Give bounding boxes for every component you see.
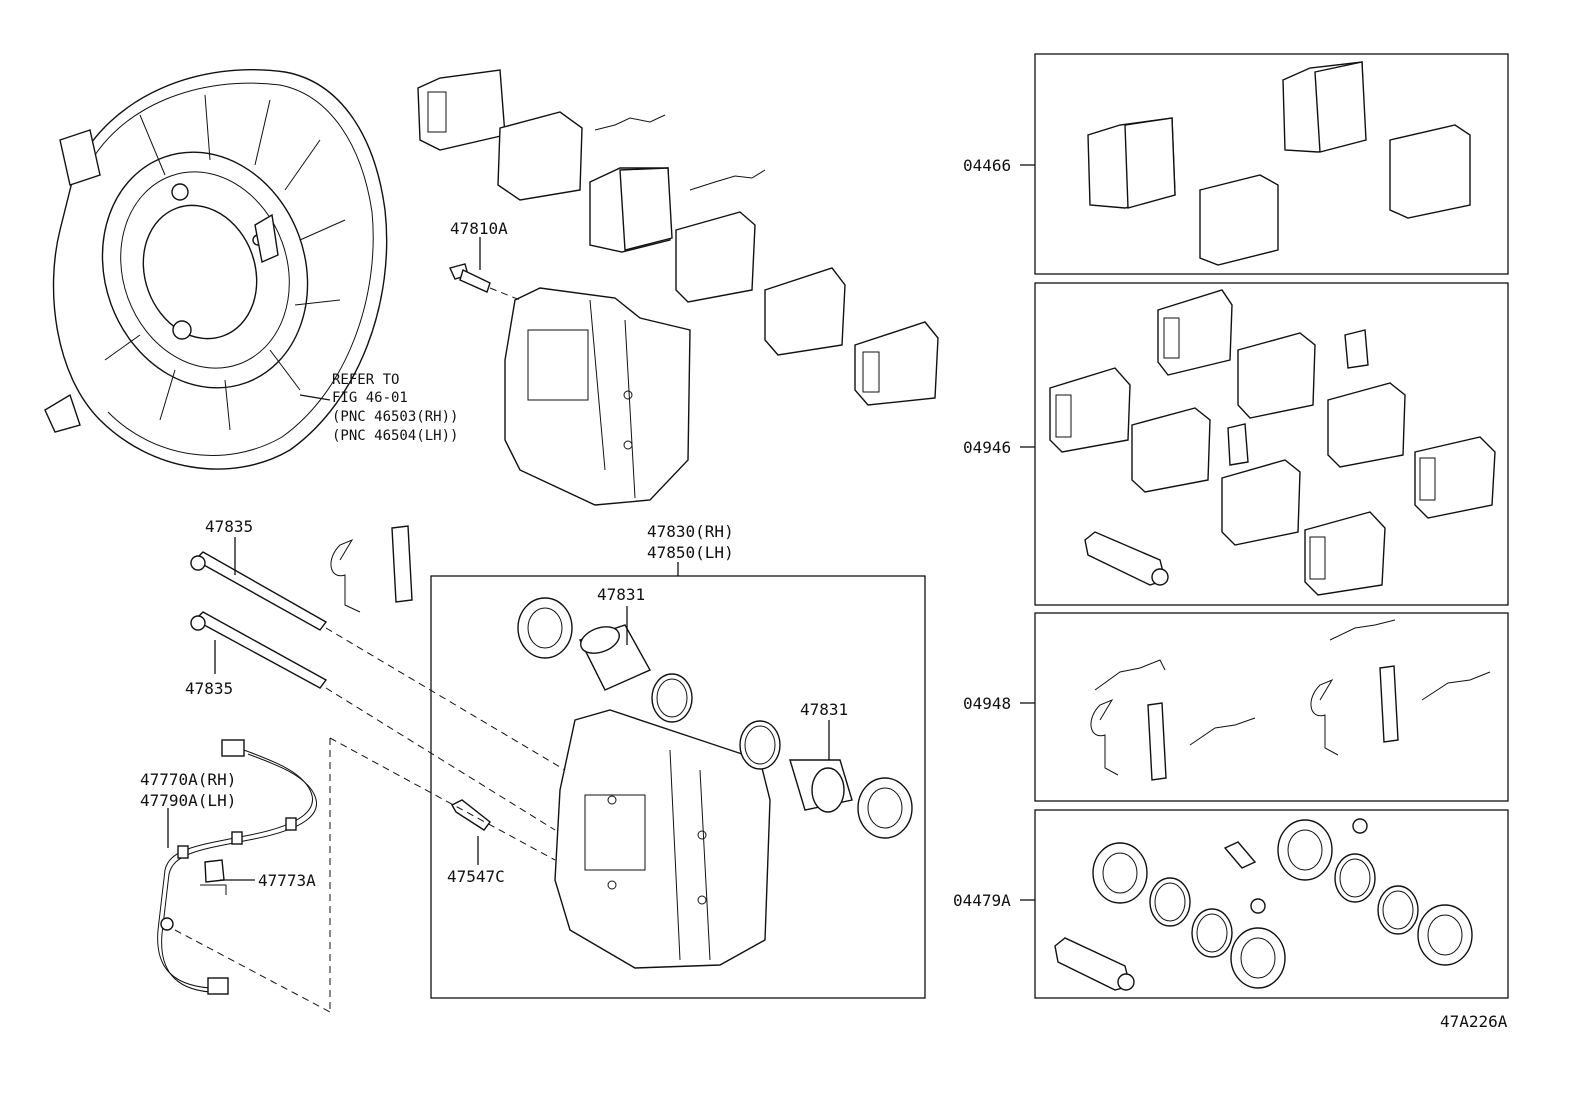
bolt-47810a-illustration — [449, 263, 521, 301]
caliper-kit-box — [430, 575, 926, 999]
part-47831-lower-label: 47831 — [800, 700, 848, 719]
part-47850-lh-label: 47850(LH) — [647, 543, 734, 562]
part-47790a-lh-label: 47790A(LH) — [140, 791, 236, 810]
part-47810a-label: 47810A — [450, 219, 508, 238]
abs-sensor-illustration — [157, 737, 556, 1013]
kit-04946-box — [1034, 282, 1509, 606]
part-47831-upper-label: 47831 — [597, 585, 645, 604]
spring-clip-illustration — [330, 525, 413, 613]
top-pads-shims-illustration — [417, 69, 939, 406]
part-47835-lower-label: 47835 — [185, 679, 233, 698]
refer-pnc-rh-label: (PNC 46503(RH)) — [332, 409, 458, 425]
part-47770a-rh-label: 47770A(RH) — [140, 770, 236, 789]
part-47830-rh-label: 47830(RH) — [647, 522, 734, 541]
refer-to-label: REFER TO — [332, 372, 399, 388]
part-47547c-label: 47547C — [447, 867, 505, 886]
kit-04948-springs-illustration — [1090, 619, 1491, 781]
kit-04466-label: 04466 — [963, 156, 1011, 175]
refer-pnc-lh-label: (PNC 46504(LH)) — [332, 428, 458, 444]
diagram-code-label: 47A226A — [1440, 1012, 1508, 1031]
kit-04466-pads-illustration — [1087, 61, 1471, 266]
kit-04479a-box — [1034, 809, 1509, 999]
refer-fig-label: FIG 46-01 — [332, 390, 408, 406]
caliper-kit-contents-illustration — [451, 597, 913, 969]
dust-shield-illustration — [44, 69, 388, 470]
kit-04948-box — [1034, 612, 1509, 802]
part-47773a-label: 47773A — [258, 871, 316, 890]
kit-04948-label: 04948 — [963, 694, 1011, 713]
kit-04466-box — [1034, 53, 1509, 275]
kit-04946-shims-illustration — [1049, 289, 1496, 596]
caliper-assembly-top-illustration — [504, 287, 691, 506]
kit-04479a-seals-illustration — [1054, 818, 1473, 991]
guide-pins-illustration — [190, 551, 566, 831]
kit-04946-label: 04946 — [963, 438, 1011, 457]
part-47835-upper-label: 47835 — [205, 517, 253, 536]
kit-04479a-label: 04479A — [953, 891, 1011, 910]
